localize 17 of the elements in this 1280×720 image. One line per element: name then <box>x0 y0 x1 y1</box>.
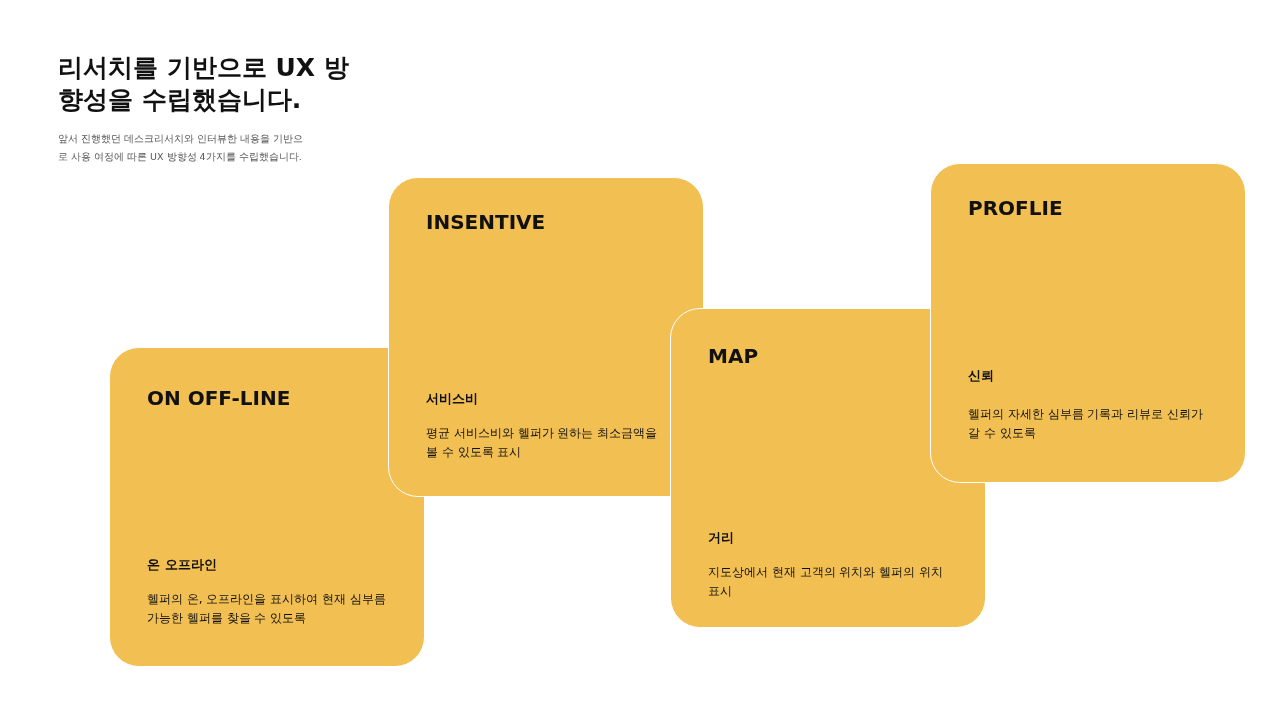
subheading: 서비스비 <box>426 390 478 408</box>
card <box>930 163 1246 483</box>
card <box>388 177 704 497</box>
heading: ON OFF-LINE <box>147 386 291 410</box>
body-text: 헬퍼의 온, 오프라인을 표시하여 현재 심부름 가능한 헬퍼를 찾을 수 있도록 <box>147 591 387 627</box>
body-text: 평균 서비스비와 헬퍼가 원하는 최소금액을 볼 수 있도록 표시 <box>426 425 659 461</box>
body-text: 헬퍼의 자세한 심부름 기록과 리뷰로 신뢰가 갈 수 있도록 <box>968 406 1205 442</box>
heading: INSENTIVE <box>426 210 546 234</box>
heading: PROFLIE <box>968 196 1063 220</box>
body-text: 지도상에서 현재 고객의 위치와 헬퍼의 위치 표시 <box>708 564 945 600</box>
description-text: 앞서 진행했던 데스크리서치와 인터뷰한 내용을 기반으로 사용 여정에 따른 UX 방향성 4가지를 수립했습니다. <box>58 132 305 164</box>
subheading: 신뢰 <box>968 367 994 385</box>
title: 리서치를 기반으로 UX 방향성을 수립했습니다. <box>58 52 350 116</box>
subheading: 거리 <box>708 529 734 547</box>
heading: MAP <box>708 344 759 368</box>
card <box>109 347 425 667</box>
subheading: 온 오프라인 <box>147 556 217 574</box>
